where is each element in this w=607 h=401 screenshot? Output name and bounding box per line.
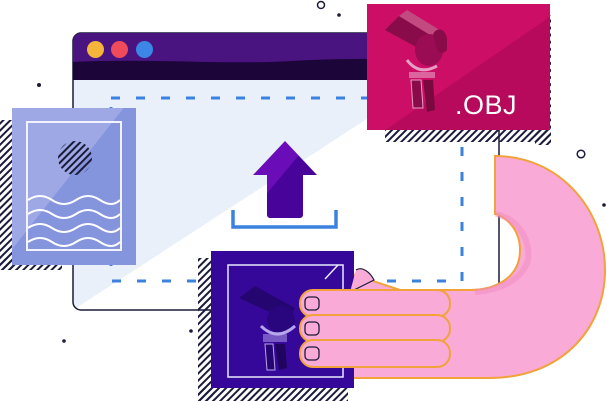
fingernail-icons [304, 296, 320, 361]
image-file-card[interactable] [0, 108, 140, 278]
upload-arrow-icon[interactable] [248, 138, 322, 224]
upload-tray-icon [231, 210, 338, 229]
knee-joint-model-icon [385, 10, 447, 112]
waves-icon [27, 195, 121, 247]
obj-file-label: .OBJ [455, 90, 518, 120]
window-minimize-dot[interactable] [87, 41, 104, 58]
window-close-dot[interactable] [111, 41, 128, 58]
fingers [299, 268, 451, 368]
obj-file-card[interactable] [365, 0, 607, 150]
knee-joint-model-icon [239, 286, 296, 371]
window-maximize-dot[interactable] [136, 41, 153, 58]
